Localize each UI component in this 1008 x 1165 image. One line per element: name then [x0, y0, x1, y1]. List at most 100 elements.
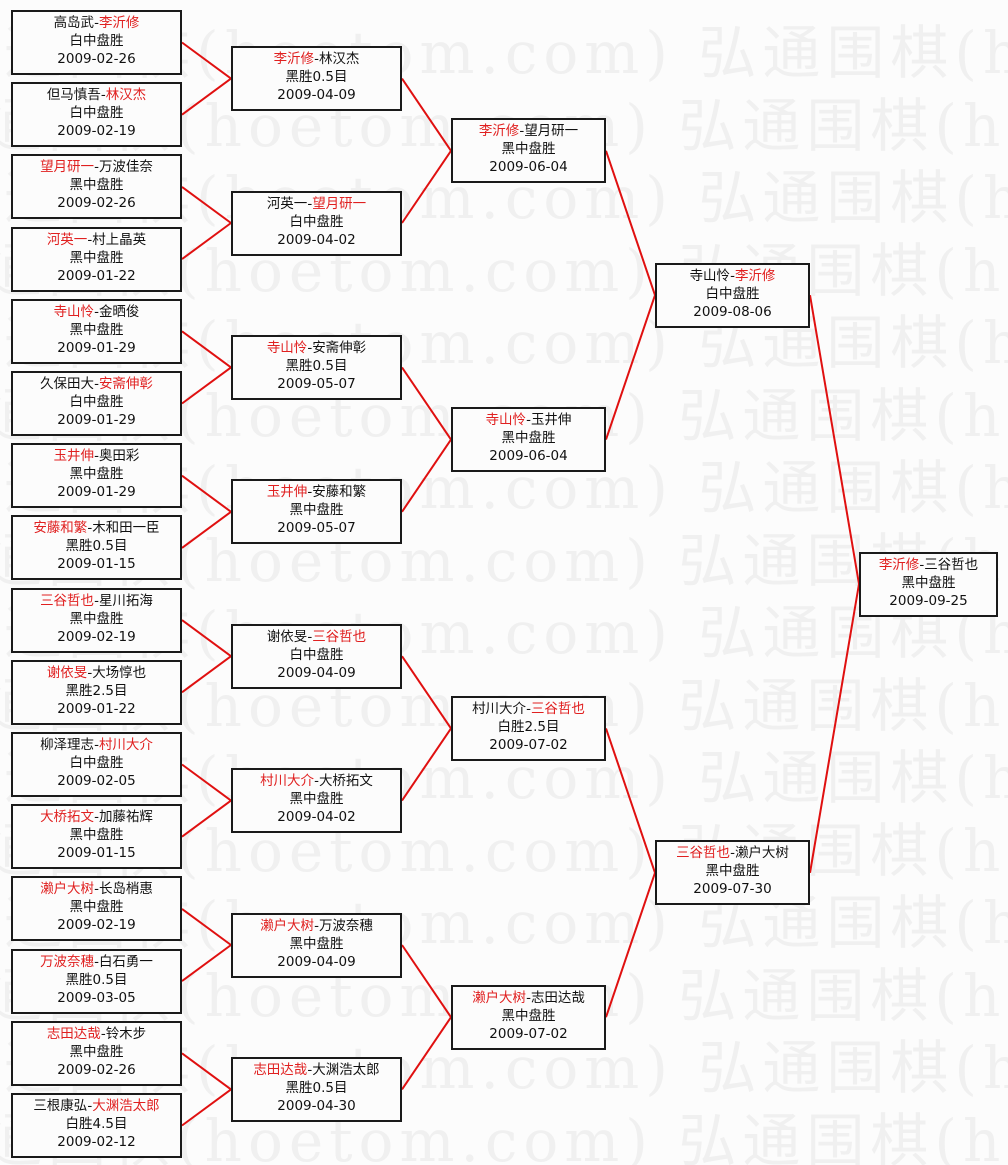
black-player: 村川大介 [472, 701, 527, 717]
match-date: 2009-02-26 [57, 51, 136, 67]
match-date: 2009-09-25 [889, 593, 968, 609]
match-date: 2009-01-15 [57, 845, 136, 861]
players-line: 玉井伸-安藤和繁 [233, 483, 400, 501]
result-text: 白胜4.5目 [65, 1116, 128, 1132]
match-date: 2009-03-05 [57, 990, 136, 1006]
match-date: 2009-08-06 [693, 304, 772, 320]
result-text: 黑中盘胜 [69, 899, 124, 915]
match-date: 2009-05-07 [277, 376, 356, 392]
white-player: 长岛梢惠 [98, 881, 153, 897]
dash-separator: - [307, 340, 313, 356]
dash-separator: - [526, 990, 531, 1006]
connector-line [809, 583, 860, 873]
white-player: 李沂修 [734, 268, 776, 284]
connector-line [605, 728, 656, 874]
dash-separator: - [87, 232, 93, 248]
round-1-match: 万波奈穗-白石勇一 黑胜0.5目 2009-03-05 [11, 949, 182, 1014]
result-text: 黑胜0.5目 [65, 972, 128, 988]
dash-separator: - [94, 159, 99, 175]
result-text: 黑中盘胜 [289, 936, 344, 952]
match-date: 2009-04-02 [277, 232, 356, 248]
players-line: 寺山怜-李沂修 [657, 267, 808, 285]
connector-line [181, 1088, 232, 1127]
result-text: 黑中盘胜 [69, 1044, 124, 1060]
players-line: 寺山怜-金晒俊 [13, 303, 180, 321]
round-2-match: 志田达哉-大渊浩太郎 黑胜0.5目 2009-04-30 [231, 1057, 402, 1122]
white-player: 林汉杰 [105, 87, 147, 103]
result-text: 白中盘胜 [69, 394, 124, 410]
players-line: 志田达哉-大渊浩太郎 [233, 1061, 400, 1079]
match-date: 2009-04-09 [277, 665, 356, 681]
white-player: 志田达哉 [530, 990, 585, 1006]
black-player: 久保田大 [40, 376, 95, 392]
match-date: 2009-06-04 [489, 159, 568, 175]
round-2-match: 玉井伸-安藤和繁 黑中盘胜 2009-05-07 [231, 479, 402, 544]
black-player: 寺山怜 [53, 304, 95, 320]
black-player: 谢依旻 [46, 665, 88, 681]
match-date: 2009-01-29 [57, 340, 136, 356]
round-3-match: 李沂修-望月研一 黑中盘胜 2009-06-04 [451, 118, 606, 183]
result-text: 黑胜2.5目 [65, 683, 128, 699]
black-player: 濑户大树 [40, 881, 95, 897]
black-player: 万波奈穗 [40, 954, 95, 970]
result-text: 黑中盘胜 [501, 1008, 556, 1024]
round-2-match: 李沂修-林汉杰 黑胜0.5目 2009-04-09 [231, 46, 402, 111]
round-1-match: 志田达哉-铃木步 黑中盘胜 2009-02-26 [11, 1021, 182, 1086]
black-player: 安藤和繁 [33, 520, 88, 536]
connector-line [809, 295, 860, 585]
connector-line [181, 908, 232, 946]
dash-separator: - [94, 304, 99, 320]
dash-separator: - [94, 809, 99, 825]
connector-line [181, 619, 232, 658]
black-player: 三谷哲也 [40, 593, 95, 609]
match-date: 2009-01-15 [57, 556, 136, 572]
round-1-match: 望月研一-万波佳奈 黑中盘胜 2009-02-26 [11, 154, 182, 219]
round-1-match: 高岛武-李沂修 白中盘胜 2009-02-26 [11, 10, 182, 75]
connector-line [181, 1052, 232, 1091]
players-line: 濑户大树-万波奈穗 [233, 917, 400, 935]
round-2-match: 谢依旻-三谷哲也 白中盘胜 2009-04-09 [231, 624, 402, 689]
result-text: 白中盘胜 [69, 755, 124, 771]
black-player: 寺山怜 [485, 412, 527, 428]
result-text: 黑中盘胜 [69, 322, 124, 338]
match-date: 2009-02-19 [57, 917, 136, 933]
match-date: 2009-02-05 [57, 773, 136, 789]
black-player: 玉井伸 [266, 484, 308, 500]
round-1-match: 玉井伸-奥田彩 黑中盘胜 2009-01-29 [11, 443, 182, 508]
dash-separator: - [94, 593, 99, 609]
connector-line [401, 727, 452, 802]
connector-line [181, 222, 232, 260]
black-player: 村川大介 [260, 773, 315, 789]
connector-line [605, 150, 656, 296]
connector-line [181, 474, 232, 513]
players-line: 高岛武-李沂修 [13, 14, 180, 32]
match-date: 2009-01-22 [57, 701, 136, 717]
white-player: 安斋伸彰 [312, 340, 367, 356]
white-player: 三谷哲也 [312, 629, 367, 645]
players-line: 三谷哲也-濑户大树 [657, 844, 808, 862]
black-player: 志田达哉 [253, 1062, 308, 1078]
players-line: 谢依旻-三谷哲也 [233, 628, 400, 646]
result-text: 黑中盘胜 [501, 141, 556, 157]
round-1-match: 大桥拓文-加藤祐辉 黑中盘胜 2009-01-15 [11, 804, 182, 869]
round-2-match: 寺山怜-安斋伸彰 黑胜0.5目 2009-05-07 [231, 335, 402, 400]
players-line: 万波奈穗-白石勇一 [13, 953, 180, 971]
white-player: 望月研一 [524, 123, 579, 139]
round-1-match: 三根康弘-大渊浩太郎 白胜4.5目 2009-02-12 [11, 1093, 182, 1158]
black-player: 大桥拓文 [40, 809, 95, 825]
players-line: 村川大介-三谷哲也 [453, 700, 604, 718]
round-1-match: 濑户大树-长岛梢惠 黑中盘胜 2009-02-19 [11, 876, 182, 941]
black-player: 三根康弘 [33, 1098, 88, 1114]
result-text: 黑中盘胜 [289, 502, 344, 518]
round-1-match: 三谷哲也-星川拓海 黑中盘胜 2009-02-19 [11, 588, 182, 653]
dash-separator: - [314, 51, 319, 67]
black-player: 谢依旻 [266, 629, 308, 645]
black-player: 望月研一 [40, 159, 95, 175]
result-text: 黑胜0.5目 [285, 69, 348, 85]
white-player: 林汉杰 [318, 51, 360, 67]
match-date: 2009-01-29 [57, 484, 136, 500]
players-line: 李沂修-三谷哲也 [861, 556, 996, 574]
white-player: 万波佳奈 [98, 159, 153, 175]
connector-line [181, 655, 232, 694]
